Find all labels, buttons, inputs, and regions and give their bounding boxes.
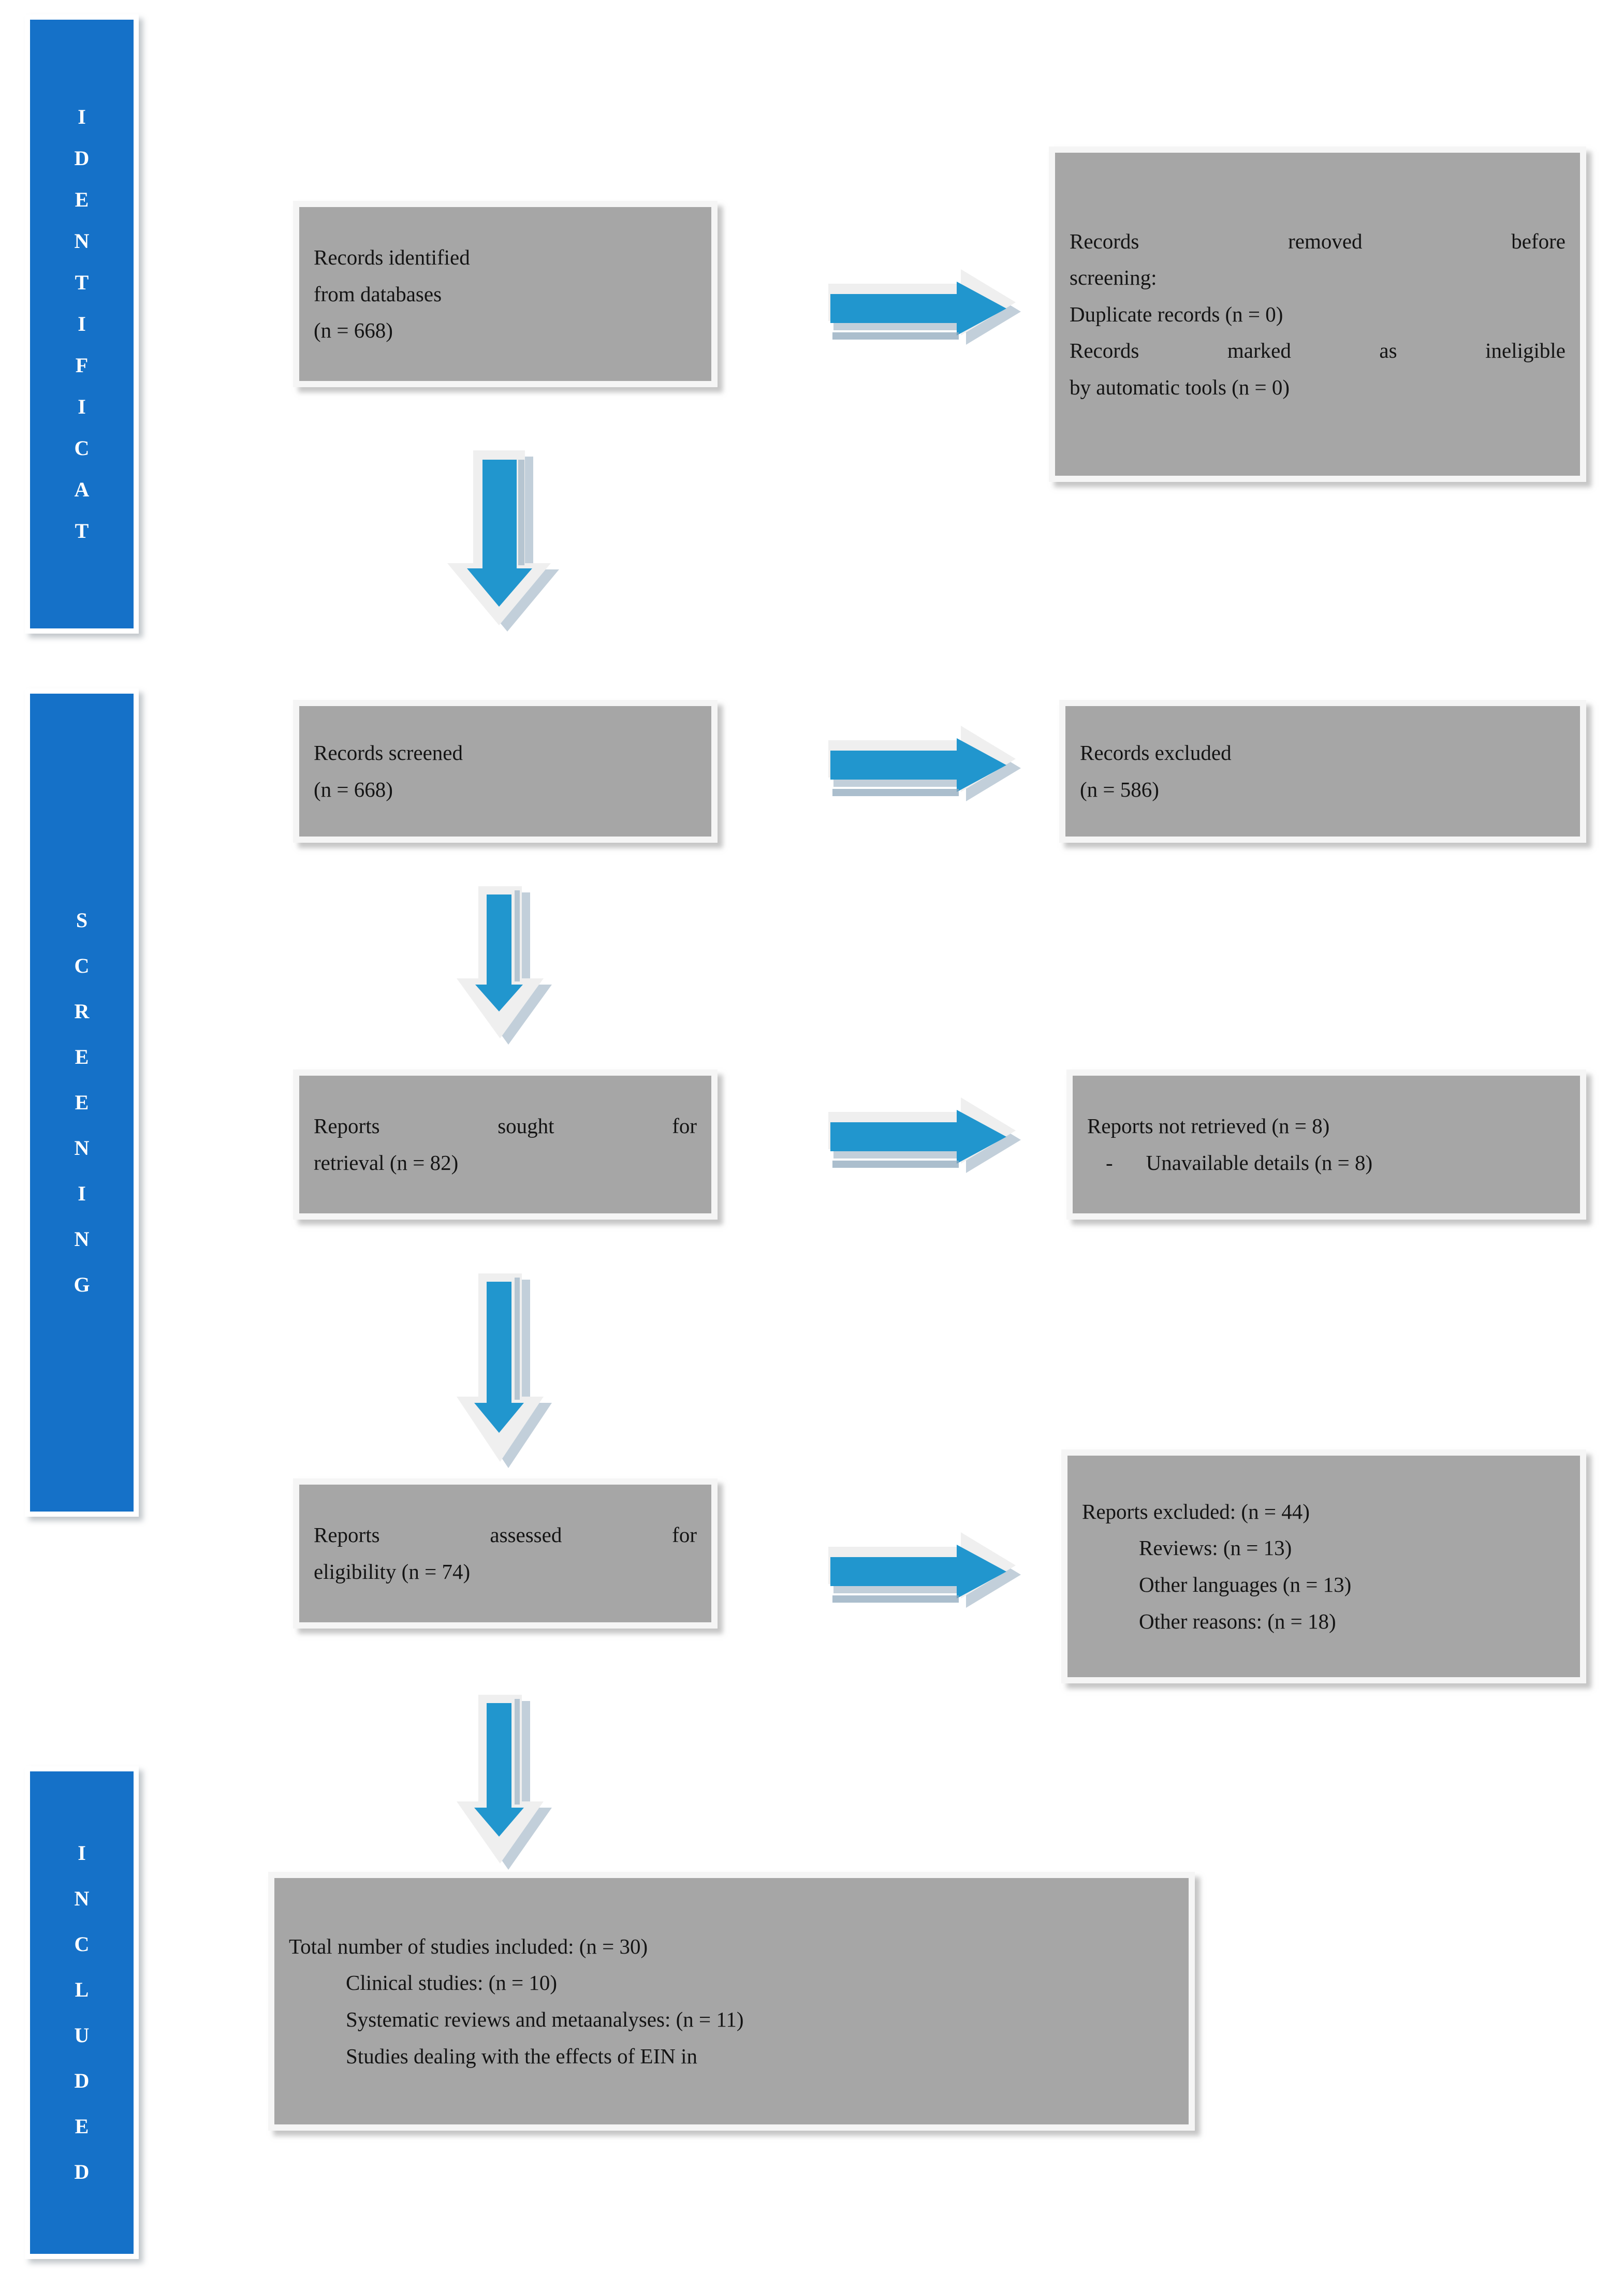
node-reports-excluded-reasons-line-2: Reviews: (n = 13) bbox=[1139, 1536, 1292, 1560]
arrow-right-screened-to-excluded bbox=[806, 721, 1023, 819]
node-reports-sought: Reports sought for retrieval (n = 82) bbox=[293, 1069, 718, 1220]
node-reports-not-retrieved: Reports not retrieved (n = 8) - Unavaila… bbox=[1066, 1069, 1586, 1220]
node-reports-excluded-reasons: Reports excluded: (n = 44) Reviews: (n =… bbox=[1061, 1449, 1586, 1683]
node-records-removed-line-3: Duplicate records (n = 0) bbox=[1070, 302, 1283, 326]
node-studies-included-line-3: Systematic reviews and metaanalyses: (n … bbox=[346, 2007, 744, 2031]
node-records-identified-line-3: (n = 668) bbox=[314, 318, 393, 343]
bullet-dash-icon: - bbox=[1106, 1151, 1113, 1175]
node-records-removed-line-1: Records removed before bbox=[1070, 229, 1566, 253]
stage-bar-identification-label: I D E N T I F I C A T bbox=[74, 105, 90, 542]
node-records-removed: Records removed before screening: Duplic… bbox=[1049, 146, 1586, 482]
node-reports-excluded-reasons-line-3: Other languages (n = 13) bbox=[1139, 1573, 1352, 1596]
arrow-down-identified-to-screened bbox=[433, 445, 567, 632]
stage-bar-included: I N C L U D E D bbox=[25, 1766, 139, 2259]
node-records-screened-line-1: Records screened bbox=[314, 741, 463, 765]
node-records-excluded: Records excluded (n = 586) bbox=[1059, 700, 1586, 843]
arrow-down-sought-to-assessed bbox=[433, 1263, 567, 1470]
node-records-identified: Records identified from databases (n = 6… bbox=[293, 201, 718, 387]
stage-bar-screening-label: S C R E E N I N G bbox=[74, 908, 90, 1296]
stage-bar-screening: S C R E E N I N G bbox=[25, 688, 139, 1517]
node-records-excluded-line-2: (n = 586) bbox=[1080, 778, 1159, 801]
arrow-right-identification-to-removed bbox=[806, 264, 1023, 362]
node-records-excluded-line-1: Records excluded bbox=[1080, 741, 1232, 765]
arrow-down-screened-to-sought bbox=[433, 868, 567, 1047]
node-records-screened-line-2: (n = 668) bbox=[314, 778, 393, 801]
node-studies-included-line-4: Studies dealing with the effects of EIN … bbox=[346, 2044, 698, 2068]
node-reports-assessed-line-1: Reports assessed for bbox=[314, 1523, 697, 1547]
node-reports-sought-line-1: Reports sought for bbox=[314, 1114, 697, 1138]
node-records-removed-line-2: screening: bbox=[1070, 266, 1157, 290]
arrow-right-sought-to-not-retrieved bbox=[806, 1092, 1023, 1191]
node-records-identified-line-1: Records identified bbox=[314, 245, 470, 270]
node-reports-assessed-line-2: eligibility (n = 74) bbox=[314, 1560, 471, 1583]
arrow-right-assessed-to-excluded bbox=[806, 1527, 1023, 1625]
node-records-removed-line-4: Records marked as ineligible bbox=[1070, 339, 1566, 363]
node-records-removed-line-5: by automatic tools (n = 0) bbox=[1070, 375, 1290, 399]
node-records-identified-line-2: from databases bbox=[314, 282, 442, 306]
node-reports-excluded-reasons-line-1: Reports excluded: (n = 44) bbox=[1082, 1499, 1310, 1523]
node-studies-included: Total number of studies included: (n = 3… bbox=[268, 1872, 1195, 2131]
node-records-screened: Records screened (n = 668) bbox=[293, 700, 718, 843]
node-studies-included-line-2: Clinical studies: (n = 10) bbox=[346, 1971, 558, 1995]
stage-bar-identification: I D E N T I F I C A T bbox=[25, 14, 139, 634]
arrow-down-assessed-to-included bbox=[433, 1685, 567, 1872]
node-reports-not-retrieved-line-1: Reports not retrieved (n = 8) bbox=[1087, 1114, 1330, 1138]
node-reports-not-retrieved-bullet: - Unavailable details (n = 8) bbox=[1087, 1145, 1566, 1181]
node-reports-excluded-reasons-line-4: Other reasons: (n = 18) bbox=[1139, 1609, 1336, 1633]
node-reports-assessed: Reports assessed for eligibility (n = 74… bbox=[293, 1478, 718, 1629]
node-reports-not-retrieved-line-2: Unavailable details (n = 8) bbox=[1146, 1151, 1373, 1175]
stage-bar-included-label: I N C L U D E D bbox=[74, 1841, 90, 2183]
node-studies-included-line-1: Total number of studies included: (n = 3… bbox=[289, 1934, 648, 1958]
node-reports-sought-line-2: retrieval (n = 82) bbox=[314, 1151, 459, 1175]
